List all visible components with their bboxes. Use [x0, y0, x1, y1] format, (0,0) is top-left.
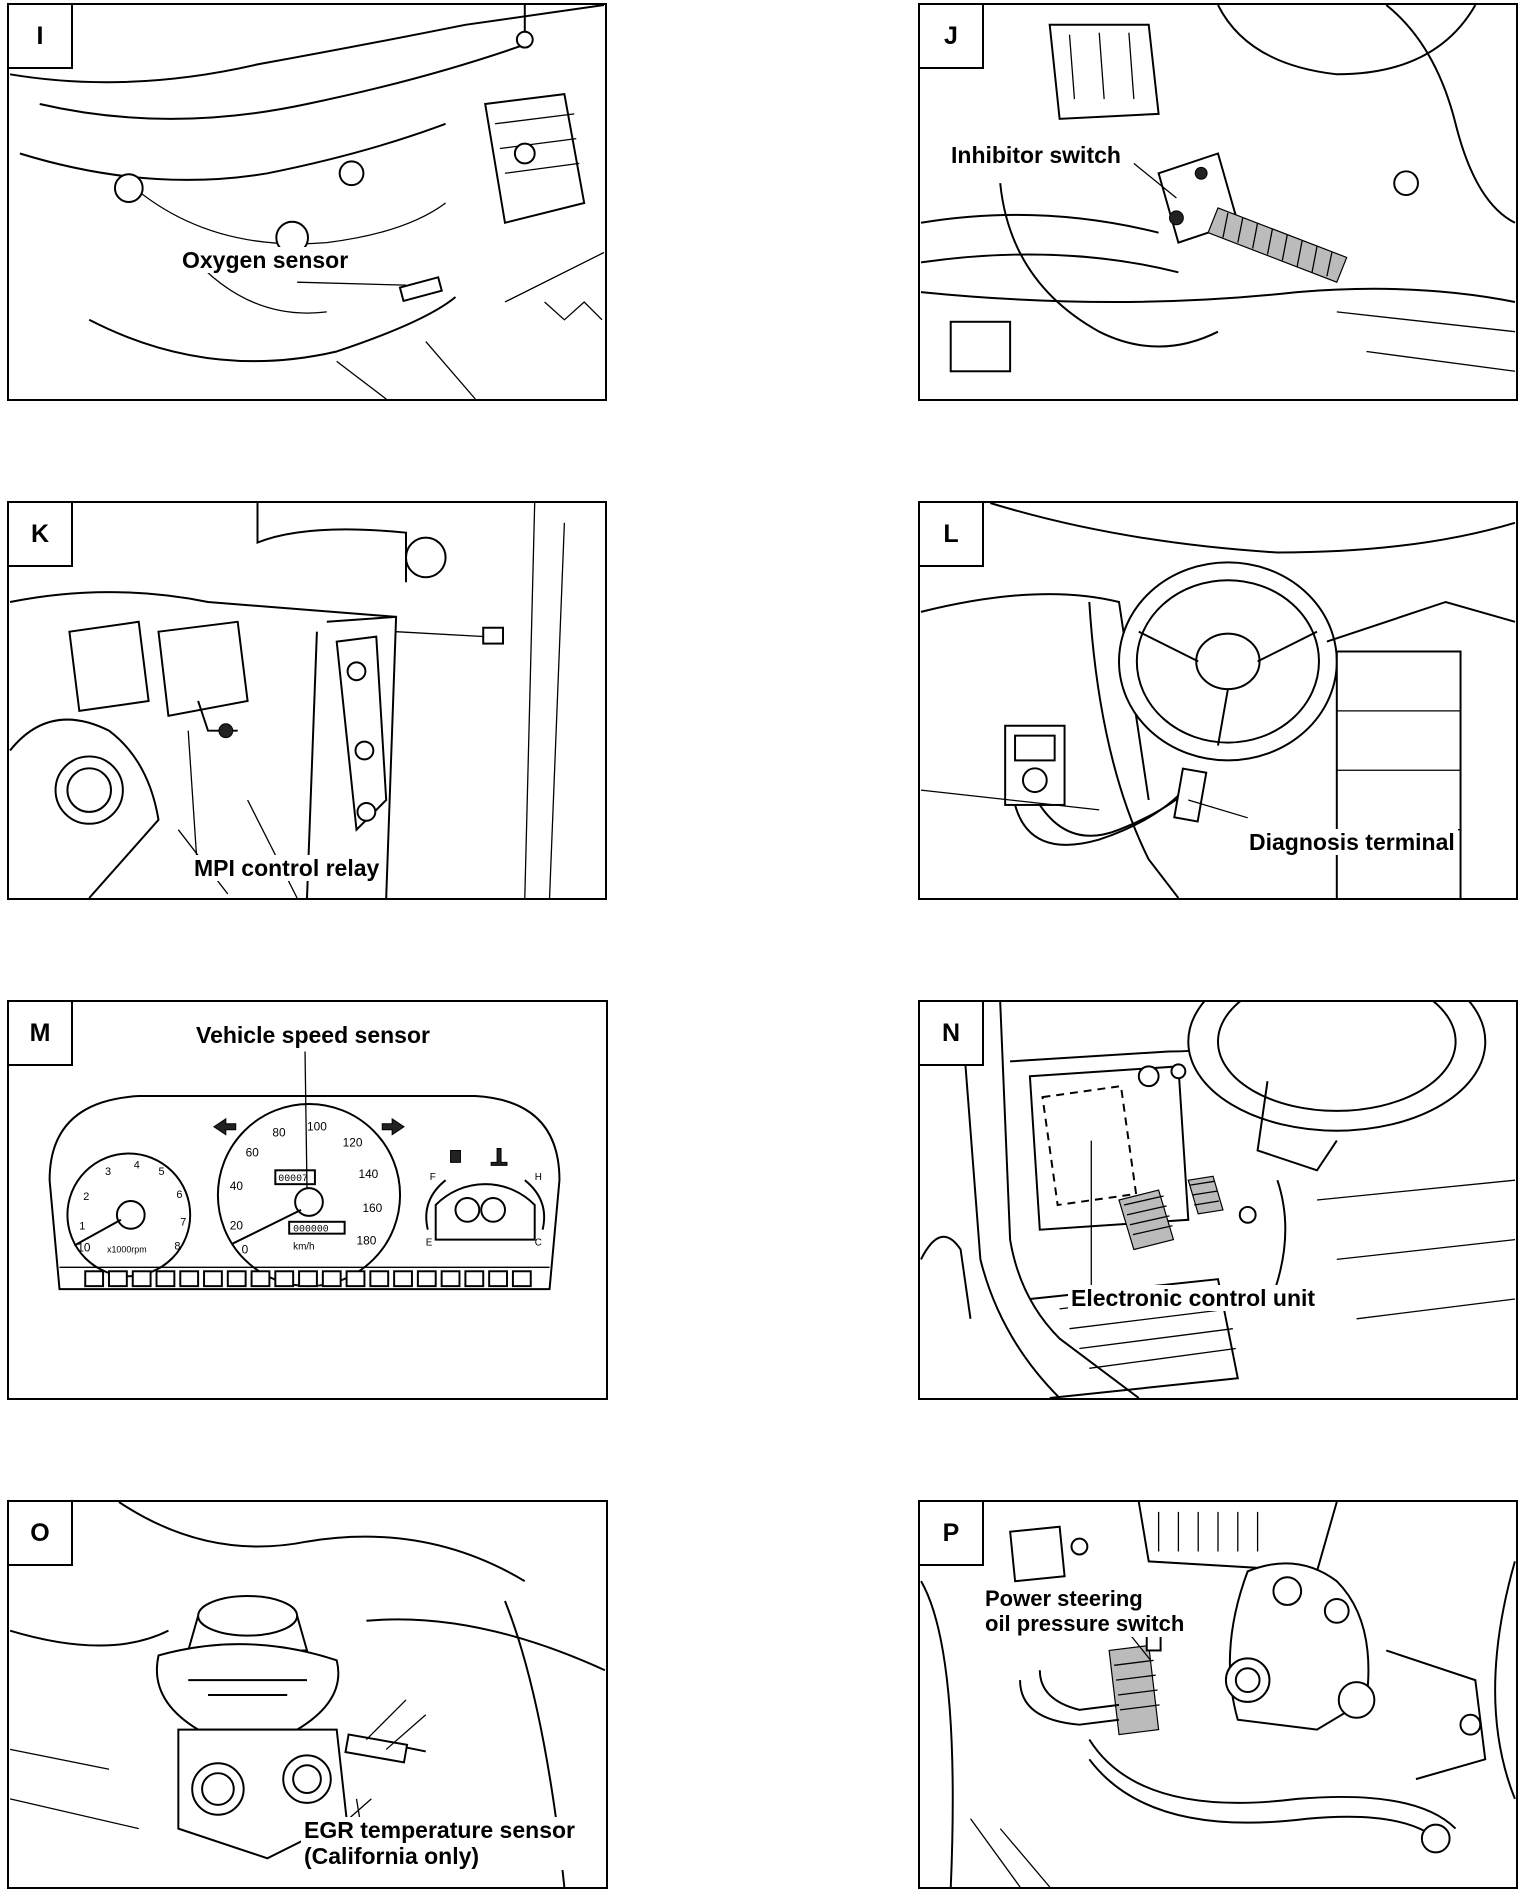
- speed-tick: 60: [246, 1145, 260, 1159]
- panel-j-letter: J: [920, 5, 984, 69]
- panel-m-letter: M: [9, 1002, 73, 1066]
- oxygen-sensor-illustration: [9, 5, 605, 399]
- panel-p: P Power steering oil pressure switch: [918, 1500, 1518, 1889]
- temp-hot-tick: H: [535, 1172, 542, 1183]
- instrument-cluster-illustration: 1 2 3 4 5 6 7 8 10 x1000rpm 0 20 40 60 8…: [48, 1051, 561, 1291]
- panel-i-letter: I: [9, 5, 73, 69]
- diagnosis-terminal-label: Diagnosis terminal: [1246, 829, 1458, 856]
- fuel-full-tick: F: [430, 1172, 436, 1183]
- inhibitor-switch-label: Inhibitor switch: [948, 142, 1124, 169]
- tach-unit: x1000rpm: [107, 1244, 147, 1254]
- power-steering-switch-illustration: [920, 1502, 1516, 1887]
- panel-o-letter: O: [9, 1502, 73, 1566]
- egr-temperature-sensor-label: EGR temperature sensor (California only): [301, 1817, 578, 1870]
- panel-j: J Inhibitor switch: [918, 3, 1518, 401]
- tach-tick: 8: [174, 1241, 180, 1253]
- trip-readout: 000000: [293, 1224, 329, 1235]
- speed-tick: 20: [230, 1219, 244, 1233]
- tach-tick: 3: [105, 1166, 111, 1178]
- tach-tick: 4: [134, 1159, 140, 1171]
- electronic-control-unit-illustration: [920, 1002, 1516, 1398]
- speed-tick: 100: [307, 1120, 327, 1134]
- warning-lights: [84, 1270, 532, 1288]
- mpi-control-relay-label: MPI control relay: [191, 855, 383, 882]
- vehicle-speed-sensor-label: Vehicle speed sensor: [193, 1022, 433, 1049]
- speed-tick: 40: [230, 1179, 244, 1193]
- speed-unit: km/h: [293, 1242, 314, 1253]
- panel-l-letter: L: [920, 503, 984, 567]
- panel-k: K MPI control relay: [7, 501, 607, 900]
- temp-cold-tick: C: [535, 1238, 542, 1249]
- speed-tick: 140: [358, 1167, 378, 1181]
- fuel-empty-tick: E: [426, 1238, 433, 1249]
- odometer-readout: 00007: [278, 1173, 308, 1184]
- panel-p-letter: P: [920, 1502, 984, 1566]
- tach-tick: 2: [83, 1191, 89, 1203]
- speed-tick: 80: [272, 1126, 286, 1140]
- tach-tick: 1: [79, 1221, 85, 1233]
- diagnosis-terminal-illustration: [920, 503, 1516, 898]
- panel-n: N Electronic control unit: [918, 1000, 1518, 1400]
- speed-tick: 120: [343, 1136, 363, 1150]
- speed-tick: 0: [242, 1242, 249, 1256]
- tach-tick: 6: [176, 1189, 182, 1201]
- tach-tick: 5: [159, 1166, 165, 1178]
- panel-l: L Diagnosis terminal: [918, 501, 1518, 900]
- mpi-control-relay-illustration: [9, 503, 566, 898]
- panel-m: 1 2 3 4 5 6 7 8 10 x1000rpm 0 20 40 60 8…: [7, 1000, 608, 1400]
- speed-tick: 180: [357, 1234, 377, 1248]
- electronic-control-unit-label: Electronic control unit: [1068, 1285, 1319, 1312]
- power-steering-oil-pressure-switch-label: Power steering oil pressure switch: [982, 1586, 1188, 1637]
- tach-zero-tick: 10: [77, 1240, 91, 1254]
- inhibitor-switch-illustration: [920, 5, 1516, 373]
- panel-n-letter: N: [920, 1002, 984, 1066]
- tach-tick: 7: [180, 1217, 186, 1229]
- panel-i: I Oxygen sensor: [7, 3, 607, 401]
- speed-tick: 160: [362, 1201, 382, 1215]
- panel-k-letter: K: [9, 503, 73, 567]
- panel-o: O EGR temperature sensor (California onl…: [7, 1500, 608, 1889]
- oxygen-sensor-label: Oxygen sensor: [179, 247, 352, 274]
